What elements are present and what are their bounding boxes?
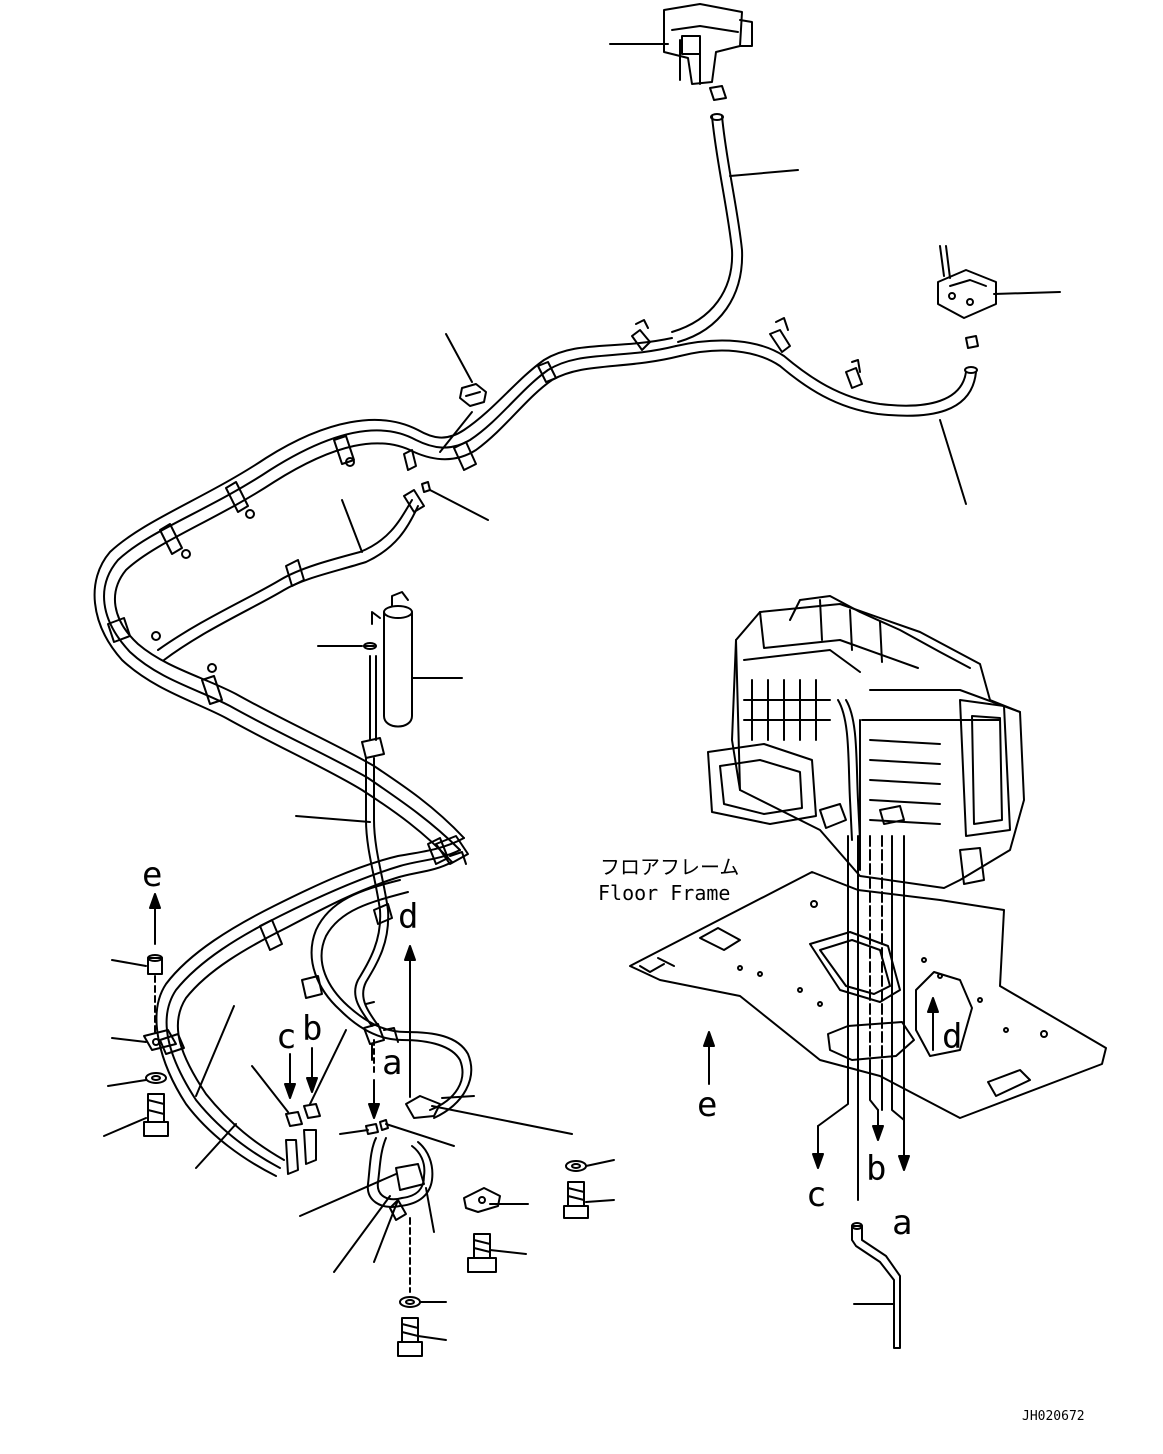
label-a-left: a (382, 1043, 402, 1083)
pipe-bottom-right (851, 1222, 901, 1349)
caps-cb (285, 1103, 321, 1127)
label-b-right: b (866, 1149, 886, 1189)
leader-line (439, 411, 473, 453)
label-d-right: d (942, 1017, 962, 1057)
nut-left (147, 954, 163, 975)
washer-bottom (399, 1296, 421, 1308)
leader-line (333, 1195, 391, 1273)
clip-right (463, 1187, 501, 1213)
receiver-drier (371, 591, 413, 728)
arrow-b-right (872, 1109, 884, 1141)
hose-main-bundle (93, 337, 681, 863)
leader-line (195, 1005, 235, 1097)
arrow-a-right (898, 1129, 910, 1171)
clamp-left (143, 1029, 177, 1051)
clamps-arc (107, 435, 477, 705)
arrow-e-left (149, 893, 161, 945)
leader-line (341, 499, 363, 553)
arrow-b-left (306, 1047, 318, 1093)
right-unit (937, 245, 997, 319)
hose-ends-cb (285, 1129, 317, 1175)
leader-line (429, 489, 489, 521)
arrow-a-left (368, 1039, 380, 1119)
hose-right (675, 339, 978, 417)
leader-line (729, 169, 799, 177)
leader-line (445, 333, 473, 383)
arrow-c-left (284, 1053, 296, 1099)
upper-unit (663, 3, 753, 85)
small-fitting (421, 481, 431, 493)
leader-line (295, 815, 371, 823)
right-nut (965, 335, 979, 349)
washer-right (565, 1160, 587, 1172)
pipes-through-floor (817, 835, 905, 1201)
leader-line (103, 1117, 147, 1137)
arrow-d-left (404, 945, 416, 1101)
floor-frame (629, 871, 1107, 1119)
leader-line (251, 1065, 289, 1113)
leader-line (107, 1079, 147, 1087)
bolt-left (143, 1093, 169, 1137)
leader-line (993, 291, 1061, 295)
bolt-right (563, 1181, 589, 1219)
leader-line (489, 1249, 527, 1255)
leader-line (195, 1123, 237, 1169)
leader-line (585, 1199, 615, 1203)
label-floor-frame-en: Floor Frame (598, 881, 730, 905)
leader-line (939, 419, 967, 505)
leader-line (385, 1123, 455, 1147)
label-floor-frame-jp: フロアフレーム (600, 855, 739, 879)
label-e-left: e (142, 855, 162, 895)
leader-line (111, 959, 147, 967)
leader-line (417, 1335, 447, 1341)
bracket-top (459, 383, 487, 407)
label-e-right: e (697, 1085, 717, 1125)
label-c-left: c (276, 1017, 296, 1057)
label-b-left: b (302, 1009, 322, 1049)
arrow-e-right (703, 1031, 715, 1085)
leader-line (111, 1037, 147, 1043)
arrow-d-right (927, 997, 939, 1051)
drawing-code: JH020672 (1022, 1409, 1085, 1424)
bolt-mid (467, 1233, 497, 1273)
ac-unit (707, 595, 1025, 889)
small-detail (365, 1001, 375, 1061)
label-a-right: a (892, 1203, 912, 1243)
leader-line (299, 1173, 397, 1217)
leader-line (431, 1105, 573, 1135)
compressor-piping (365, 1095, 441, 1221)
leader-line (309, 1029, 347, 1105)
small-oring (363, 642, 377, 650)
hose-wavy (157, 489, 425, 661)
washer-left (145, 1072, 167, 1084)
top-nut (709, 85, 727, 101)
leader-line (339, 1129, 369, 1135)
leader-line (585, 1159, 615, 1167)
leader-line (441, 1095, 475, 1099)
arrow-c-right (812, 1125, 824, 1169)
tube-drier-down (354, 655, 393, 1029)
fittings-cb (301, 975, 399, 1045)
leader-line (425, 1187, 435, 1233)
bolt-bottom (397, 1317, 423, 1357)
hose-top (671, 113, 744, 343)
hose-lower-bundle (155, 837, 465, 1177)
leader-line (373, 1199, 399, 1263)
label-d-top: d (398, 897, 418, 937)
label-c-right: c (806, 1175, 826, 1215)
